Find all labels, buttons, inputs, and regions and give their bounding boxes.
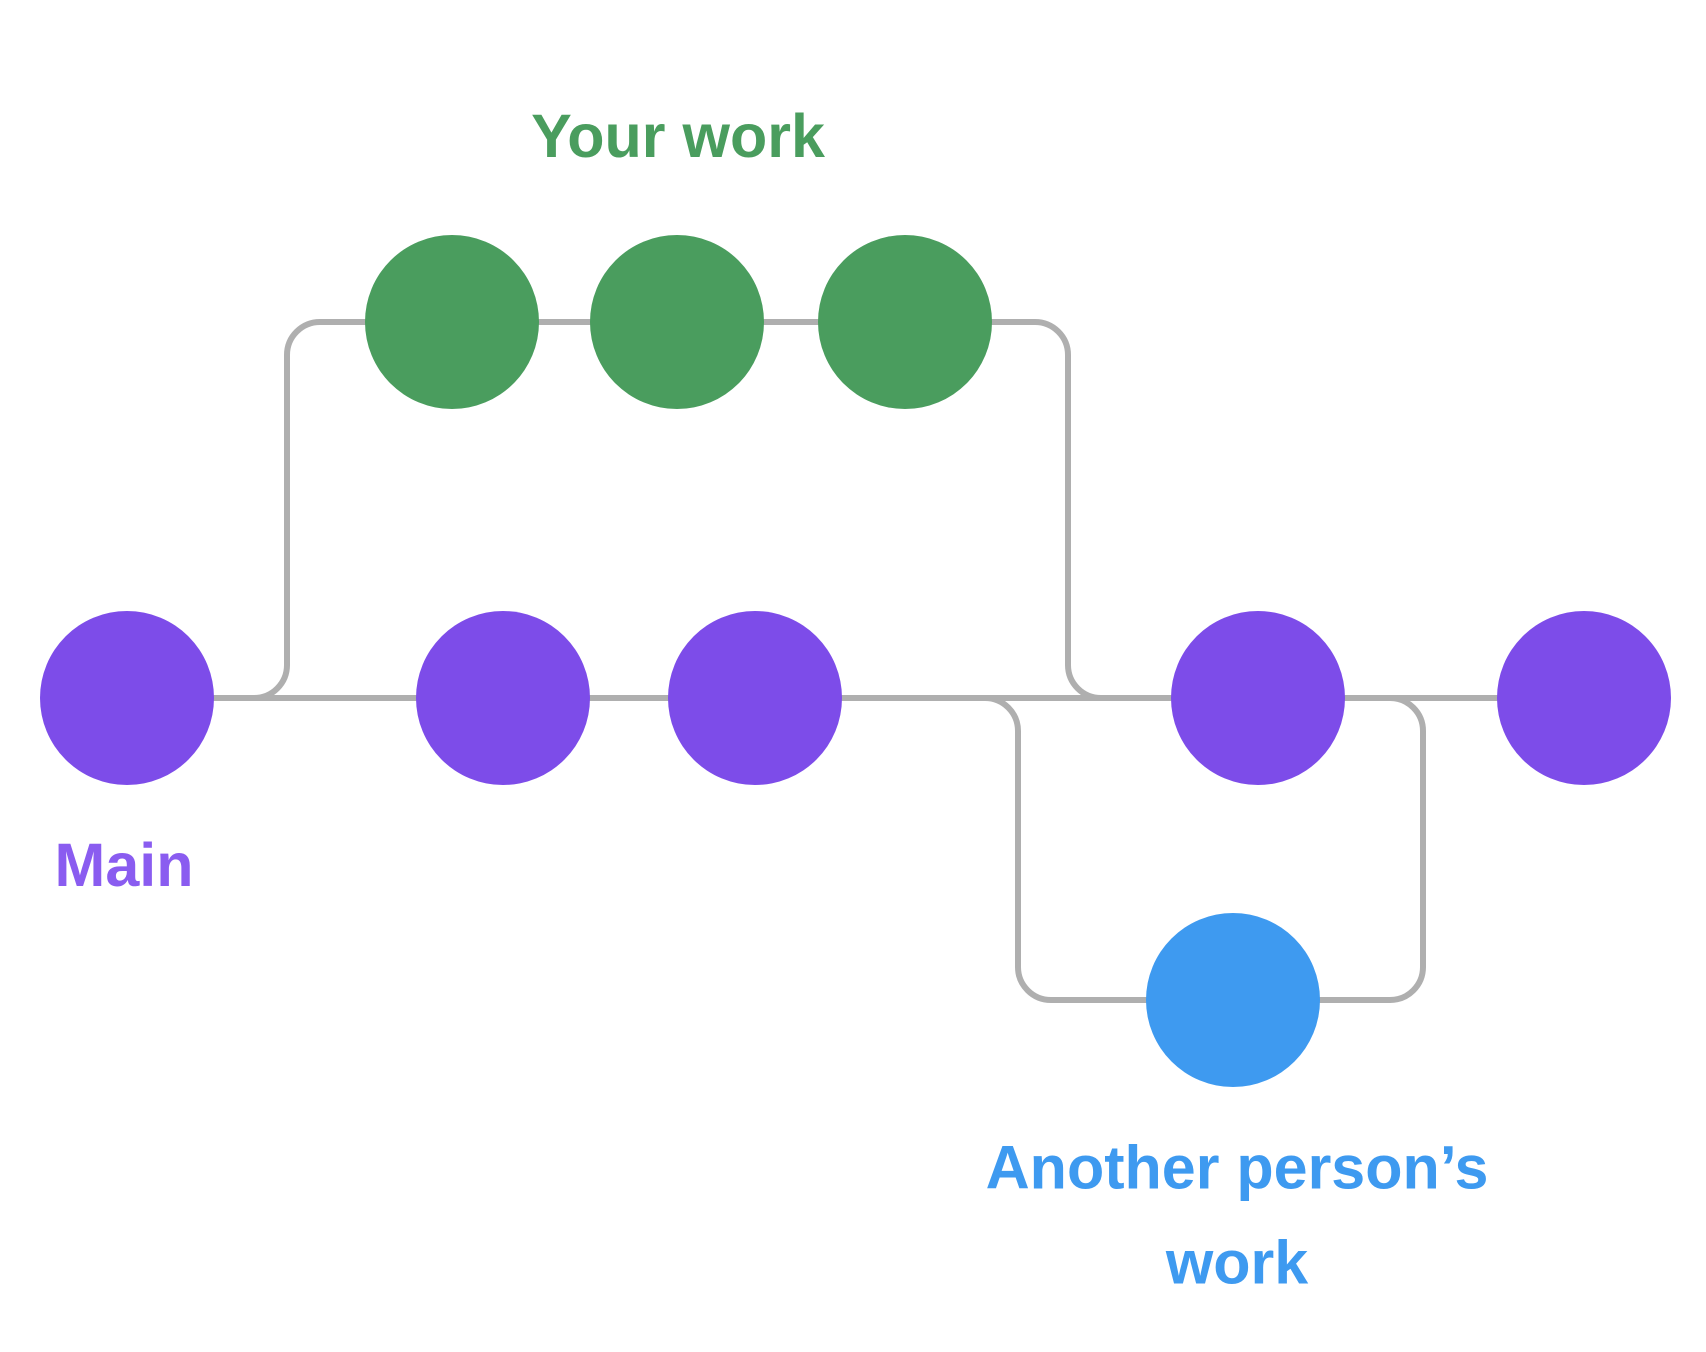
another-person-branch-label-line2: work bbox=[1165, 1228, 1309, 1296]
another-person-commit-node bbox=[1146, 913, 1320, 1087]
another-person-branch-label: Another person’s work bbox=[986, 1120, 1489, 1309]
main-branch-label: Main bbox=[54, 831, 194, 900]
main-commit-node bbox=[40, 611, 214, 785]
main-commit-node bbox=[416, 611, 590, 785]
main-commit-node bbox=[1497, 611, 1671, 785]
your-work-commit-node bbox=[365, 235, 539, 409]
connector-lines bbox=[127, 319, 1584, 1003]
another-person-branch-line bbox=[950, 695, 1426, 1003]
main-commit-node bbox=[668, 611, 842, 785]
commit-nodes bbox=[40, 235, 1671, 1087]
main-commit-node bbox=[1171, 611, 1345, 785]
your-work-commit-node bbox=[590, 235, 764, 409]
your-work-branch-label: Your work bbox=[531, 102, 825, 171]
your-work-commit-node bbox=[818, 235, 992, 409]
another-person-branch-label-line1: Another person’s bbox=[985, 1133, 1489, 1202]
